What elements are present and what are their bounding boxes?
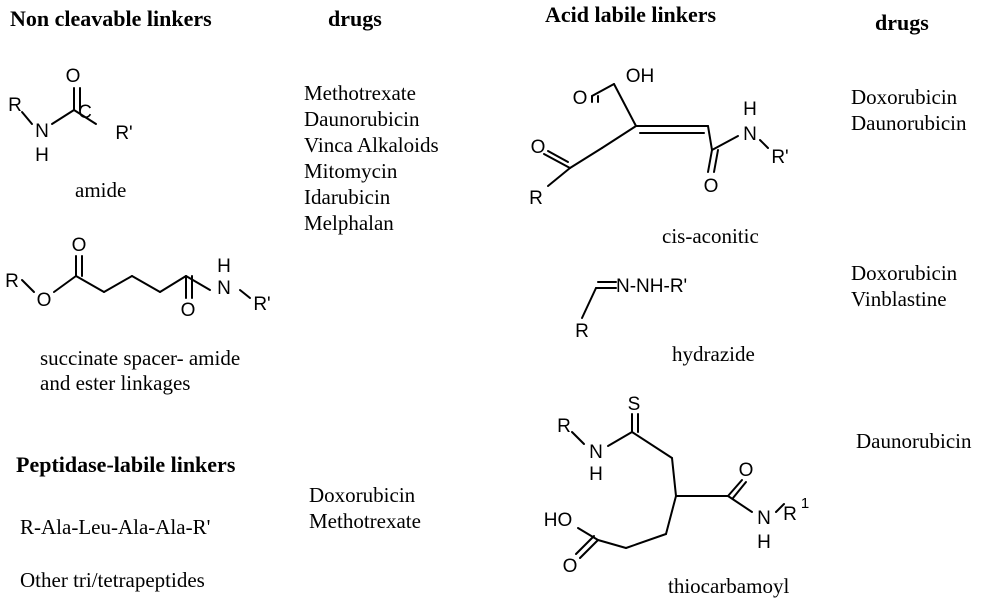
hydrazide-chain: N-NH-R' <box>616 276 687 297</box>
succinate-atom-R: R <box>5 271 19 292</box>
drug-item: Idarubicin <box>304 185 391 209</box>
succinate-label-line2: and ester linkages <box>40 371 191 395</box>
amide-atom-O: O <box>66 66 81 87</box>
drug-list-thiocarbamoyl: Daunorubicin <box>856 428 971 454</box>
drug-list-peptidase: Doxorubicin Methotrexate <box>309 482 421 534</box>
drug-list-cis-aconitic: Doxorubicin Daunorubicin <box>851 84 966 136</box>
drug-item: Daunorubicin <box>856 429 972 453</box>
thiocarbamoyl-atom-R: R <box>557 416 571 437</box>
cis-aconitic-atom-O-acid: O <box>573 88 588 109</box>
thiocarbamoyl-atom-R1: R <box>783 504 797 525</box>
drug-item: Daunorubicin <box>851 111 967 135</box>
succinate-atom-Rprime: R' <box>253 294 270 315</box>
peptidase-example: R-Ala-Leu-Ala-Ala-R' <box>20 515 211 539</box>
header-peptidase-labile-linkers: Peptidase-labile linkers <box>16 452 236 477</box>
cis-aconitic-atom-R: R <box>529 188 543 209</box>
cis-aconitic-atom-H: H <box>743 99 757 120</box>
thiocarbamoyl-label: thiocarbamoyl <box>668 574 790 598</box>
header-drugs-left: drugs <box>328 6 382 31</box>
amide-structure: O R N H C R' <box>8 66 133 166</box>
header-non-cleavable-linkers: Non cleavable linkers <box>10 6 212 31</box>
cis-aconitic-atom-OH: OH <box>626 66 655 87</box>
cis-aconitic-structure: OH O O R H N O R' <box>529 66 789 209</box>
thiocarbamoyl-atom-N-bottom: N <box>757 508 771 529</box>
thiocarbamoyl-atom-H-bottom: H <box>757 532 771 553</box>
thiocarbamoyl-atom-O-amide: O <box>739 460 754 481</box>
hydrazide-structure: N-NH-R' R <box>575 276 687 342</box>
succinate-atom-H: H <box>217 256 231 277</box>
drug-list-hydrazide: Doxorubicin Vinblastine <box>851 260 957 312</box>
drug-item: Vinca Alkaloids <box>304 133 439 157</box>
succinate-atom-O-bottom: O <box>181 300 196 321</box>
thiocarbamoyl-atom-O-acid: O <box>563 556 578 577</box>
amide-label: amide <box>75 178 127 202</box>
drug-item: Doxorubicin <box>851 85 958 109</box>
drug-item: Daunorubicin <box>304 107 420 131</box>
thiocarbamoyl-structure: S R N H HO O O N R 1 H <box>544 394 809 577</box>
succinate-structure: R O O O H N R' <box>5 235 271 321</box>
cis-aconitic-atom-N: N <box>743 124 757 145</box>
succinate-atom-O-top: O <box>72 235 87 256</box>
amide-atom-R: R <box>8 95 22 116</box>
succinate-atom-N: N <box>217 278 231 299</box>
hydrazide-label: hydrazide <box>672 342 755 366</box>
thiocarbamoyl-atom-H-top: H <box>589 464 603 485</box>
drug-item: Methotrexate <box>304 81 416 105</box>
amide-atom-N: N <box>35 121 49 142</box>
drug-item: Vinblastine <box>851 287 947 311</box>
cis-aconitic-atom-Rprime: R' <box>771 147 788 168</box>
thiocarbamoyl-atom-N-top: N <box>589 442 603 463</box>
succinate-atom-O-ester: O <box>37 290 52 311</box>
cis-aconitic-label: cis-aconitic <box>662 224 759 248</box>
thiocarbamoyl-atom-HO: HO <box>544 510 573 531</box>
cis-aconitic-atom-O-ketone: O <box>531 137 546 158</box>
amide-atom-Rprime: R' <box>115 123 132 144</box>
thiocarbamoyl-atom-S: S <box>628 394 641 415</box>
drug-item: Doxorubicin <box>309 483 416 507</box>
amide-atom-H: H <box>35 145 49 166</box>
drug-item: Doxorubicin <box>851 261 958 285</box>
drug-item: Methotrexate <box>309 509 421 533</box>
header-drugs-right: drugs <box>875 10 929 35</box>
succinate-label-line1: succinate spacer- amide <box>40 346 241 370</box>
drug-list-non-cleavable: Methotrexate Daunorubicin Vinca Alkaloid… <box>304 80 439 236</box>
peptidase-other: Other tri/tetrapeptides <box>20 568 205 592</box>
drug-item: Melphalan <box>304 211 394 235</box>
header-acid-labile-linkers: Acid labile linkers <box>545 2 717 27</box>
amide-atom-C: C <box>78 102 92 123</box>
hydrazide-atom-R: R <box>575 321 589 342</box>
thiocarbamoyl-superscript-1: 1 <box>801 495 809 512</box>
cis-aconitic-atom-O-amide: O <box>704 176 719 197</box>
drug-item: Mitomycin <box>304 159 398 183</box>
